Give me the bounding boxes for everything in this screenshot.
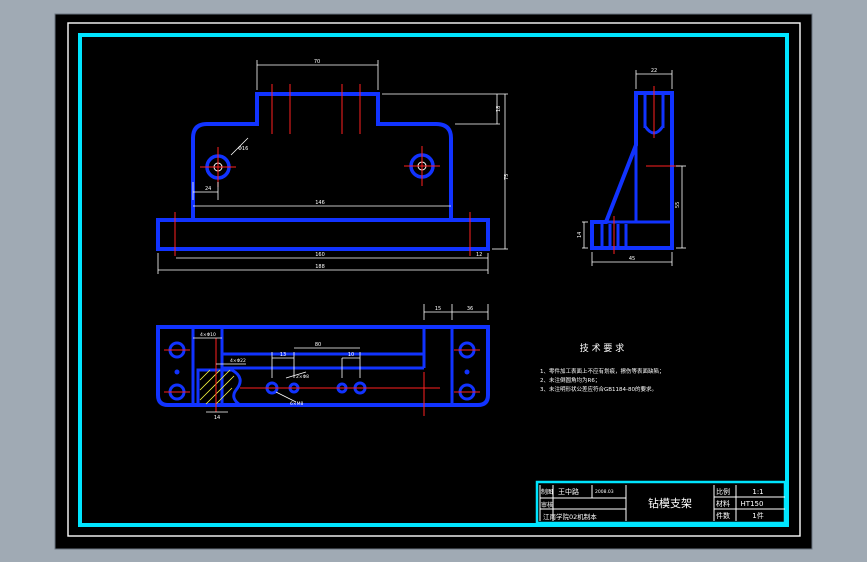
- dim-plan-top-a: 15: [435, 306, 441, 312]
- tb-row2-label: 审核: [541, 501, 553, 509]
- dim-front-inner: 146: [315, 200, 325, 206]
- plan-dimension-lines: [193, 304, 489, 413]
- dim-front-total: 188: [315, 264, 325, 270]
- sheet-border-outer: [67, 22, 801, 537]
- title-block: 制图 王中路 2008.03 审核 江南学院02机制本 钻模支架 比例 1:1 …: [535, 480, 787, 525]
- tb-scale-value: 1:1: [752, 488, 763, 496]
- dim-side-base: 14: [577, 232, 583, 238]
- plan-outline: [156, 325, 490, 407]
- plan-view: 15 36 4×Φ10 4×Φ22 13 80 10 2×Φ8 14 6×M8: [156, 304, 490, 421]
- technical-requirements: 技 术 要 求 1、零件加工表面上不应有划痕，擦伤等表面缺陷； 2、未注倒圆角均…: [540, 342, 665, 393]
- front-view: 70 18 75 Φ16 24 146 160 188 12: [156, 59, 510, 274]
- side-view: 22 55 14 45: [577, 68, 686, 266]
- dim-plan-c: 13: [280, 352, 286, 358]
- tb-material-label: 材料: [716, 499, 730, 508]
- dim-side-height: 55: [675, 202, 681, 208]
- dim-plan-top-b: 36: [467, 306, 473, 312]
- front-body-outline: [191, 92, 453, 219]
- sheet-frame-inner: [78, 33, 789, 527]
- dim-plan-f: 2×Φ8: [296, 374, 309, 380]
- dim-side-top: 22: [651, 68, 657, 74]
- plan-centerlines: [164, 338, 480, 416]
- front-centerlines: [174, 84, 471, 256]
- side-outline: [590, 91, 674, 250]
- tb-row1-label: 制图: [541, 488, 553, 496]
- dim-front-right-2: 75: [504, 174, 510, 180]
- tech-note-3: 3、未注明形状公差应符合GB1184-80的要求。: [540, 385, 657, 393]
- viewport-background: [54, 13, 813, 550]
- side-hidden-holes: [600, 95, 665, 246]
- dim-plan-d: 80: [315, 342, 321, 348]
- tb-row1-date: 2008.03: [595, 489, 614, 495]
- tb-row2-school: 江南学院02机制本: [543, 512, 597, 521]
- dim-front-top: 70: [314, 59, 320, 65]
- tb-scale-label: 比例: [716, 487, 730, 496]
- tb-row1-name: 王中路: [558, 487, 579, 496]
- dim-front-right-1: 18: [496, 106, 502, 112]
- tb-count-value: 1件: [752, 511, 763, 520]
- tb-material-value: HT150: [741, 500, 764, 508]
- tech-note-1: 1、零件加工表面上不应有划痕，擦伤等表面缺陷；: [540, 367, 665, 375]
- tb-part-name: 钻模支架: [648, 496, 692, 510]
- side-centerlines: [613, 86, 680, 254]
- title-block-frame: [535, 480, 787, 525]
- title-block-grid: [539, 485, 785, 521]
- side-dimension-lines: [582, 70, 686, 266]
- dim-front-mid: 160: [315, 252, 325, 258]
- dim-plan-a: 4×Φ10: [200, 332, 216, 338]
- dim-plan-e: 10: [348, 352, 354, 358]
- plan-small-dots: [174, 369, 470, 375]
- dim-front-right-small: 12: [476, 252, 482, 258]
- dim-front-hole: Φ16: [238, 146, 248, 152]
- plan-section-hatch: [196, 368, 245, 407]
- front-dimension-lines: [157, 60, 508, 274]
- tech-requirements-title: 技 术 要 求: [580, 342, 625, 354]
- dim-side-width: 45: [629, 256, 635, 262]
- tech-note-2: 2、未注倒圆角均为R6；: [540, 376, 600, 384]
- front-base-plate: [156, 218, 490, 251]
- dim-plan-h: 6×M8: [290, 401, 304, 407]
- dim-plan-b: 4×Φ22: [230, 358, 246, 364]
- tb-count-label: 件数: [716, 511, 730, 520]
- dim-front-left: 24: [205, 186, 211, 192]
- plan-internal-lines: [191, 327, 454, 405]
- dim-plan-g: 14: [214, 415, 220, 421]
